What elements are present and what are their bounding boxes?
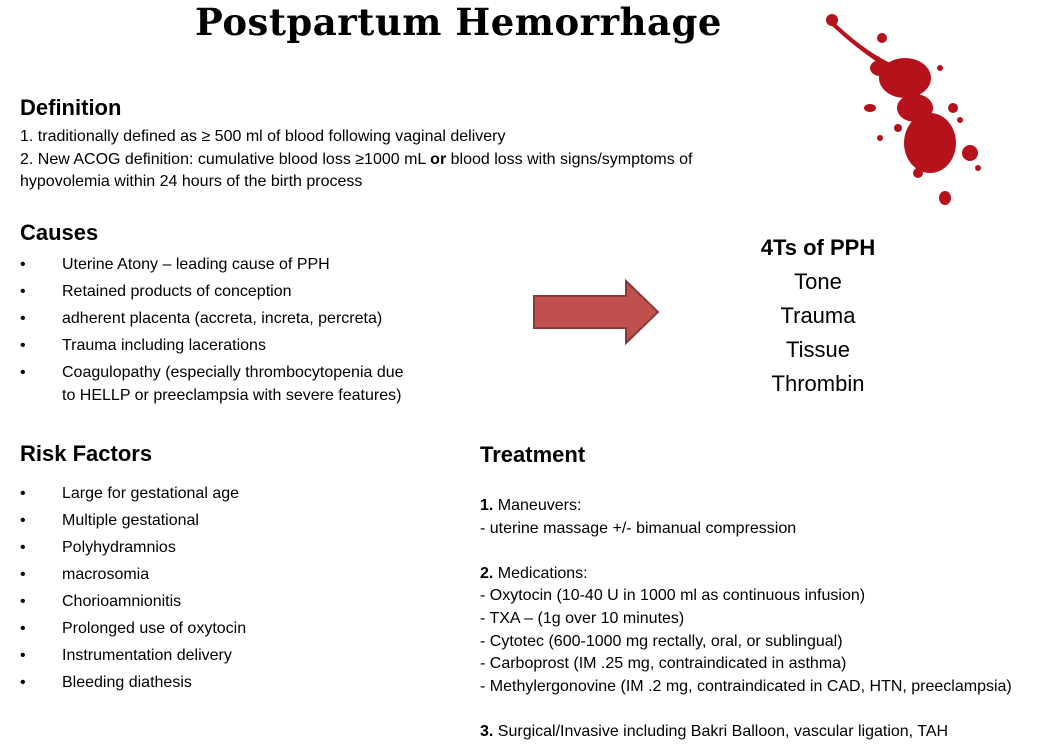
risk-factors-list: • Large for gestational age • Multiple ges… <box>20 483 246 699</box>
list-item-continuation: to HELLP or preeclampsia with severe fea… <box>20 385 404 408</box>
list-item: • Uterine Atony – leading cause of PPH <box>20 254 404 277</box>
treatment-heading: Treatment <box>480 442 586 467</box>
list-item-text: Prolonged use of oxytocin <box>62 620 247 637</box>
four-ts-box: 4Ts of PPH Tone Trauma Tissue Thrombin <box>718 231 918 401</box>
definition-line-2-suffix: blood loss with signs/symptoms of <box>446 150 693 168</box>
surgical-label: 3. Surgical/Invasive including Bakri Bal… <box>480 721 1012 744</box>
maneuvers-number: 1. <box>480 497 494 514</box>
list-item-text: Trauma including lacerations <box>62 337 266 354</box>
list-item: • adherent placenta (accreta, increta, pe… <box>20 308 404 331</box>
bullet-icon: • <box>20 566 26 583</box>
medications-label-text: Medications: <box>493 564 588 582</box>
maneuvers-label-text: Maneuvers: <box>493 497 582 514</box>
bullet-icon: • <box>20 512 26 529</box>
bullet-icon: • <box>20 593 26 610</box>
list-item: • Polyhydramnios <box>20 537 246 560</box>
list-item-text: Polyhydramnios <box>62 539 176 556</box>
bullet-icon: • <box>20 283 26 300</box>
list-item: • Chorioamnionitis <box>20 591 246 614</box>
blood-splatter-icon <box>826 14 981 205</box>
risk-factors-heading: Risk Factors <box>20 441 153 466</box>
definition-line-3: hypovolemia within 24 hours of the birth… <box>20 173 363 190</box>
definition-line-2-prefix: 2. New ACOG definition: cumulative blood… <box>20 150 431 168</box>
definition-line-2-bold: or <box>430 150 447 168</box>
treatment-body: 1. Maneuvers: - uterine massage +/- bima… <box>480 495 1012 744</box>
medications-label: 2. Medications: <box>480 563 1012 586</box>
list-item: • Trauma including lacerations <box>20 335 404 358</box>
bullet-icon: • <box>20 485 26 502</box>
definition-text: 1. traditionally defined as ≥ 500 ml of … <box>20 126 780 194</box>
four-ts-heading: 4Ts of PPH <box>760 235 876 260</box>
list-item-text: Bleeding diathesis <box>62 674 192 691</box>
bullet-icon: • <box>20 337 26 354</box>
causes-list: • Uterine Atony – leading cause of PPH • R… <box>20 254 404 412</box>
list-item: • Multiple gestational <box>20 510 246 533</box>
list-item-text: Coagulopathy (especially thrombocytopeni… <box>62 364 404 381</box>
treatment-item: - Carboprost (IM .25 mg, contraindicated… <box>480 655 847 673</box>
list-item: • Prolonged use of oxytocin <box>20 618 246 641</box>
list-item-text: Retained products of conception <box>62 283 292 300</box>
list-item: • Coagulopathy (especially thrombocytopen… <box>20 362 404 385</box>
bullet-icon: • <box>20 364 26 381</box>
maneuvers-label: 1. Maneuvers: <box>480 495 1012 518</box>
bullet-icon: • <box>20 310 26 327</box>
list-item-text: Chorioamnionitis <box>62 593 182 610</box>
four-ts-item: Thrombin <box>771 371 865 396</box>
list-item: • Instrumentation delivery <box>20 645 246 668</box>
four-ts-item: Tissue <box>786 337 850 362</box>
list-item-text: Large for gestational age <box>62 485 240 502</box>
bullet-icon: • <box>20 256 26 273</box>
four-ts-item: Trauma <box>780 303 856 328</box>
list-item-text: Multiple gestational <box>62 512 199 529</box>
surgical-number: 3. <box>480 722 494 740</box>
list-item-text: Uterine Atony – leading cause of PPH <box>62 256 330 273</box>
medications-number: 2. <box>480 564 494 582</box>
list-item-text: macrosomia <box>62 566 150 583</box>
list-item-text: Instrumentation delivery <box>62 647 232 664</box>
list-item: • Large for gestational age <box>20 483 246 506</box>
four-ts-item: Tone <box>794 269 842 294</box>
definition-line-1: 1. traditionally defined as ≥ 500 ml of … <box>20 128 506 145</box>
list-item-text: adherent placenta (accreta, increta, per… <box>62 310 383 327</box>
list-item-text: to HELLP or preeclampsia with severe fea… <box>62 386 402 404</box>
bullet-icon: • <box>20 674 26 691</box>
bullet-icon: • <box>20 647 26 664</box>
treatment-item: - TXA – (1g over 10 minutes) <box>480 609 685 627</box>
list-item: • Retained products of conception <box>20 281 404 304</box>
list-item: • macrosomia <box>20 564 246 587</box>
treatment-item: - Oxytocin (10-40 U in 1000 ml as contin… <box>480 587 866 605</box>
page-title: Postpartum Hemorrhage <box>195 0 722 44</box>
surgical-text: Surgical/Invasive including Bakri Balloo… <box>493 722 949 740</box>
treatment-item: - uterine massage +/- bimanual compressi… <box>480 519 797 537</box>
right-arrow-icon <box>533 279 660 345</box>
bullet-icon: • <box>20 620 26 637</box>
treatment-item: - Methylergonovine (IM .2 mg, contraindi… <box>480 677 1012 695</box>
causes-heading: Causes <box>20 220 99 245</box>
treatment-item: - Cytotec (600-1000 mg rectally, oral, o… <box>480 632 843 650</box>
bullet-icon: • <box>20 539 26 556</box>
list-item: • Bleeding diathesis <box>20 672 246 695</box>
definition-heading: Definition <box>20 95 122 120</box>
definition-line-2: 2. New ACOG definition: cumulative blood… <box>20 149 780 172</box>
